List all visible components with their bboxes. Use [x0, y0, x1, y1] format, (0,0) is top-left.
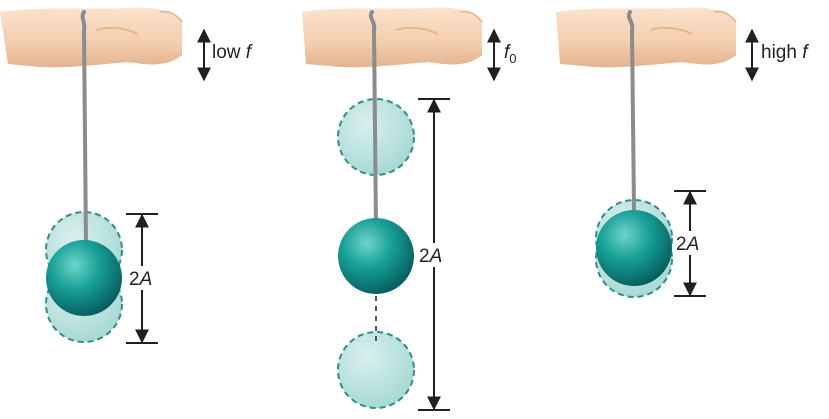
panel-low-frequency: low f 2A — [0, 7, 253, 344]
amplitude-label: 2A — [129, 269, 152, 290]
panel-resonant-frequency: f0 2A — [302, 7, 517, 411]
panel-high-frequency: high f 2A — [556, 7, 809, 298]
frequency-label: f0 — [504, 42, 517, 66]
frequency-label: high f — [761, 42, 809, 63]
hand — [0, 7, 183, 68]
hand — [302, 7, 483, 68]
ball — [46, 240, 122, 316]
amplitude-label: 2A — [419, 246, 442, 267]
string — [80, 10, 88, 248]
string — [626, 10, 636, 212]
hand — [556, 7, 737, 68]
string — [368, 10, 378, 228]
amplitude-label: 2A — [676, 234, 699, 255]
ball — [596, 210, 672, 286]
ball — [338, 218, 414, 294]
frequency-label: low f — [212, 42, 253, 63]
ghost-ball-bottom — [337, 331, 415, 409]
